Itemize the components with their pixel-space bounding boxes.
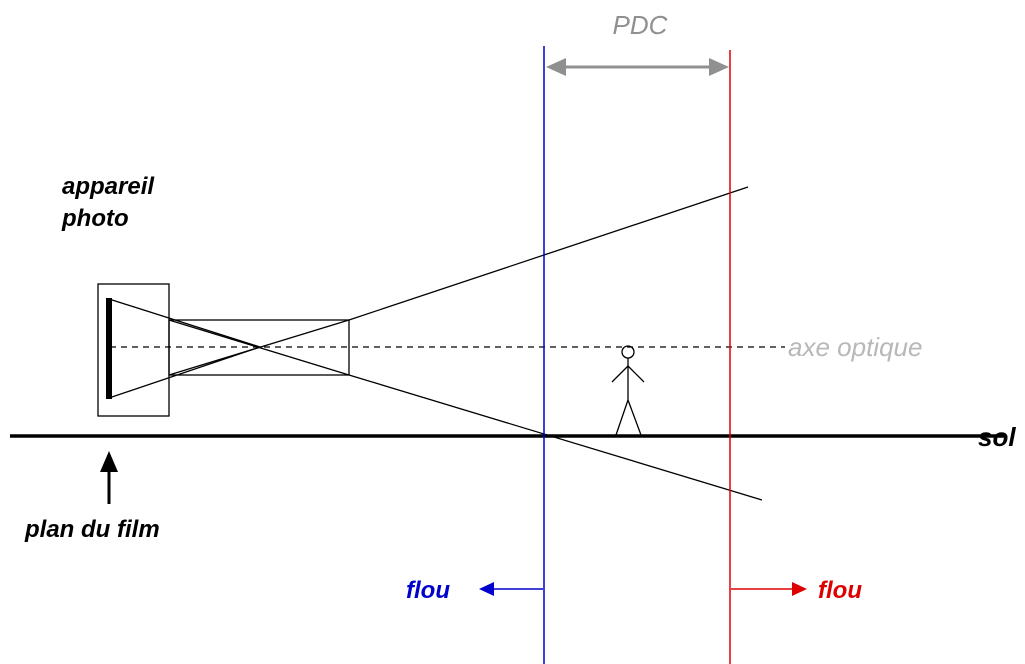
field-of-view-upper-ray [348, 186, 749, 321]
blur-far-arrow [731, 582, 807, 596]
blur-near-arrow [479, 582, 543, 596]
film-plane-label: plan du film [24, 516, 160, 543]
optical-axis-label: axe optique [788, 332, 922, 362]
ground-label: sol [978, 422, 1016, 452]
blur-near-label: flou [406, 577, 450, 604]
film-plane-arrow [100, 451, 118, 504]
pdc-label: PDC [613, 10, 668, 40]
blur-far-label: flou [818, 577, 862, 604]
camera-label-line1: appareil [62, 173, 155, 200]
subject-figure [611, 345, 645, 436]
pdc-dimension-arrow [546, 58, 729, 76]
camera-body [97, 283, 263, 417]
camera-label-line2: photo [61, 205, 129, 232]
